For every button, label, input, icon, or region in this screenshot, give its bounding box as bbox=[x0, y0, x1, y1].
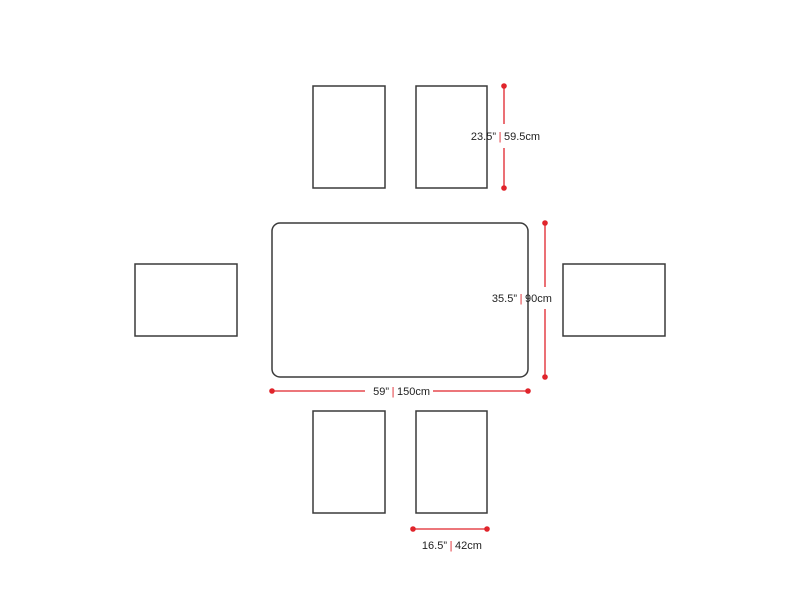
chair-top-right bbox=[415, 85, 488, 189]
chair-depth-imperial: 23.5” bbox=[471, 131, 496, 143]
chair-width-metric: 42cm bbox=[455, 540, 482, 552]
table-depth-dimension: 35.5” | 90cm bbox=[492, 220, 552, 380]
chair-depth-metric: 59.5cm bbox=[504, 131, 540, 143]
chair-width-dimension: 16.5” | 42cm bbox=[410, 526, 490, 552]
table-width-imperial: 59” bbox=[373, 386, 389, 398]
chair-left-end bbox=[134, 263, 238, 337]
table-width-metric: 150cm bbox=[397, 386, 430, 398]
table-depth-metric: 90cm bbox=[525, 293, 552, 305]
table-depth-imperial: 35.5” bbox=[492, 293, 517, 305]
separator: | bbox=[499, 131, 502, 143]
chair-top-left bbox=[312, 85, 386, 189]
separator: | bbox=[450, 540, 453, 552]
separator: | bbox=[520, 293, 523, 305]
chair-bottom-right bbox=[415, 410, 488, 514]
chair-width-imperial: 16.5” bbox=[422, 540, 447, 552]
table bbox=[271, 222, 529, 378]
separator: | bbox=[392, 386, 395, 398]
chair-bottom-left bbox=[312, 410, 386, 514]
chair-right-end bbox=[562, 263, 666, 337]
chair-depth-dimension: 23.5” | 59.5cm bbox=[471, 83, 540, 191]
table-width-dimension: 59” | 150cm bbox=[269, 386, 531, 398]
